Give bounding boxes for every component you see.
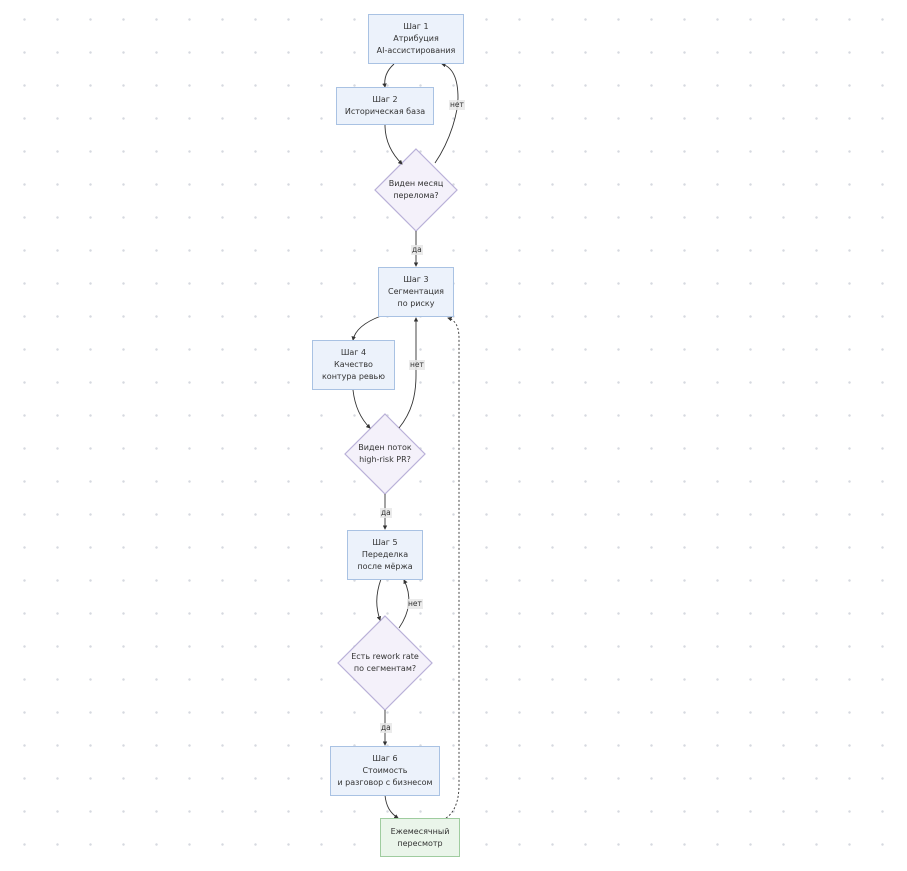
- node-step-2[interactable]: Шаг 2 Историческая база: [336, 87, 434, 125]
- decision-2[interactable]: Виден поток high-risk PR?: [345, 434, 425, 474]
- node-step-3-line2: Сегментация: [388, 287, 444, 296]
- edge-label-dec2-no: нет: [409, 360, 425, 370]
- edge-label-dec2-yes: да: [380, 508, 392, 518]
- decision-1-line2: перелома?: [393, 191, 439, 200]
- node-step-1-line3: AI-ассистирования: [376, 46, 456, 55]
- node-step-1-line1: Шаг 1: [403, 22, 429, 31]
- node-step-4-line2: Качество: [334, 360, 373, 369]
- decision-2-line1: Виден поток: [358, 443, 412, 452]
- edge-step5-dec3: [376, 578, 382, 621]
- node-step-3-line3: по риску: [397, 299, 435, 308]
- node-step-4-line3: контура ревью: [321, 372, 386, 381]
- node-step-6[interactable]: Шаг 6 Стоимость и разговор с бизнесом: [330, 746, 440, 796]
- node-step-3-line1: Шаг 3: [403, 275, 429, 284]
- decision-1-line1: Виден месяц: [388, 179, 444, 188]
- edge-label-dec3-yes: да: [380, 723, 392, 733]
- node-step-5-line1: Шаг 5: [372, 538, 398, 547]
- node-step-5[interactable]: Шаг 5 Переделка после мёржа: [347, 530, 423, 580]
- node-step-6-line2: Стоимость: [362, 766, 408, 775]
- node-monthly-review[interactable]: Ежемесячный пересмотр: [380, 818, 460, 857]
- node-monthly-review-line1: Ежемесячный: [390, 826, 450, 836]
- edge-step4-dec2: [352, 389, 371, 429]
- decision-3[interactable]: Есть rework rate по сегментам?: [338, 643, 432, 683]
- edge-label-dec1-no: нет: [449, 100, 465, 110]
- edge-step3-step4: [351, 315, 382, 341]
- node-step-2-line1: Шаг 2: [372, 95, 398, 104]
- node-step-1-line2: Атрибуция: [393, 34, 439, 43]
- edge-step2-dec1: [384, 124, 403, 165]
- node-step-4[interactable]: Шаг 4 Качество контура ревью: [312, 340, 395, 390]
- node-step-4-line1: Шаг 4: [340, 348, 367, 357]
- node-step-6-line3: и разговор с бизнесом: [337, 778, 433, 787]
- node-step-3[interactable]: Шаг 3 Сегментация по риску: [378, 267, 454, 317]
- edge-step6-review: [384, 794, 399, 819]
- decision-3-line2: по сегментам?: [353, 664, 417, 673]
- edge-dec2-step3-no: [398, 317, 419, 429]
- node-step-5-line3: после мёржа: [357, 562, 413, 571]
- edge-dec1-step1-no: [434, 62, 459, 164]
- decision-2-line2: high-risk PR?: [359, 455, 411, 464]
- node-step-2-line2: Историческая база: [344, 107, 426, 116]
- node-step-6-line1: Шаг 6: [372, 754, 398, 763]
- node-monthly-review-line2: пересмотр: [397, 838, 443, 848]
- decision-1[interactable]: Виден месяц перелома?: [376, 170, 456, 210]
- node-step-5-line2: Переделка: [361, 550, 409, 559]
- edge-label-dec1-yes: да: [411, 245, 423, 255]
- decision-3-line1: Есть rework rate: [351, 652, 419, 661]
- node-step-1[interactable]: Шаг 1 Атрибуция AI-ассистирования: [368, 14, 464, 64]
- edge-label-dec3-no: нет: [407, 599, 423, 609]
- edge-step1-step2: [382, 63, 395, 88]
- edge-review-step3-dotted: [445, 316, 460, 819]
